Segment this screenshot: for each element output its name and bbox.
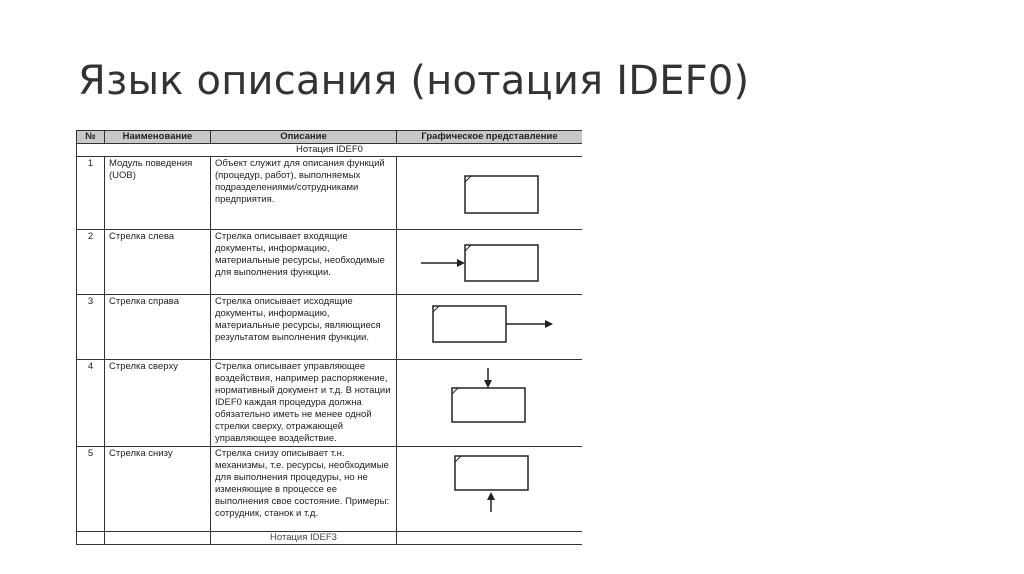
header-graphic: Графическое представление <box>396 130 582 144</box>
row-num: 2 <box>76 229 105 295</box>
row-name: Стрелка справа <box>104 294 211 360</box>
row-graphic <box>396 359 582 447</box>
table-row: 2 Стрелка слева Стрелка описывает входящ… <box>76 229 582 295</box>
notation-table-container: № Наименование Описание Графическое пред… <box>76 130 582 552</box>
top-arrow-graphic <box>451 368 526 423</box>
row-name: Стрелка снизу <box>104 446 211 532</box>
bottom-arrow-graphic <box>454 455 529 512</box>
row-name: Модуль поведения (UOB) <box>104 156 211 230</box>
section-title: Нотация IDEF0 <box>76 143 582 157</box>
row-name: Стрелка сверху <box>104 359 211 447</box>
table-row: 1 Модуль поведения (UOB) Объект служит д… <box>76 156 582 230</box>
row-num: 5 <box>76 446 105 532</box>
row-description: Стрелка описывает входящие документы, ин… <box>210 229 397 295</box>
left-arrow-graphic <box>421 244 539 282</box>
right-arrow-graphic <box>432 305 553 343</box>
next-section-title: Нотация IDEF3 <box>210 531 397 545</box>
row-description: Стрелка снизу описывает т.н. механизмы, … <box>210 446 397 532</box>
row-num: 4 <box>76 359 105 447</box>
row-description: Объект служит для описания функций (проц… <box>210 156 397 230</box>
row-description: Стрелка описывает исходящие документы, и… <box>210 294 397 360</box>
table-row: 5 Стрелка снизу Стрелка снизу описывает … <box>76 446 582 532</box>
section-row: Нотация IDEF0 <box>76 143 582 157</box>
row-name: Стрелка слева <box>104 229 211 295</box>
row-graphic <box>396 156 582 230</box>
header-description: Описание <box>210 130 397 144</box>
table-row: 3 Стрелка справа Стрелка описывает исход… <box>76 294 582 360</box>
table-header-row: № Наименование Описание Графическое пред… <box>76 130 582 144</box>
row-num: 1 <box>76 156 105 230</box>
header-name: Наименование <box>104 130 211 144</box>
row-num: 3 <box>76 294 105 360</box>
uob-box-graphic <box>464 175 539 214</box>
table-row: 4 Стрелка сверху Стрелка описывает управ… <box>76 359 582 447</box>
header-num: № <box>76 130 105 144</box>
row-graphic <box>396 446 582 532</box>
table-row-partial: Нотация IDEF3 <box>76 531 582 545</box>
row-graphic <box>396 229 582 295</box>
row-description: Стрелка описывает управляющее воздействи… <box>210 359 397 447</box>
notation-table: № Наименование Описание Графическое пред… <box>76 130 582 545</box>
row-graphic <box>396 294 582 360</box>
slide-title: Язык описания (нотация IDEF0) <box>78 58 750 104</box>
